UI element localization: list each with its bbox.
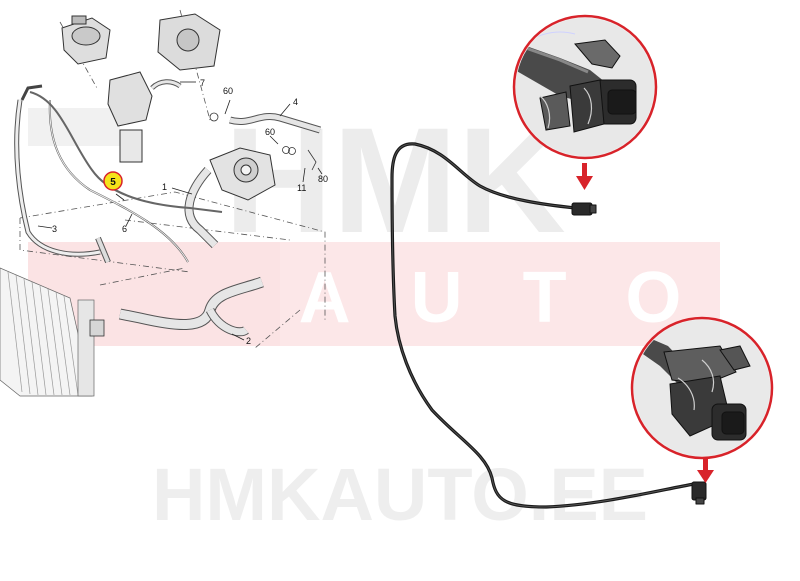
heat-exchanger xyxy=(107,71,153,163)
arrow-down-bottom-icon xyxy=(697,459,714,483)
clip-fitting-top xyxy=(539,39,637,133)
callout-60-mid: 60 xyxy=(265,127,275,137)
egr-valve xyxy=(157,13,221,71)
pipe-connector-bottom xyxy=(691,481,707,505)
coolant-hoses xyxy=(14,79,322,337)
watermark-logo-top: HMK xyxy=(224,96,566,264)
callout-80: 80 xyxy=(318,174,328,184)
callout-7: 7 xyxy=(200,78,205,88)
callout-2: 2 xyxy=(246,336,251,346)
product-pipe xyxy=(390,142,707,509)
callout-labels: 5 7 60 4 60 1 11 80 3 6 2 xyxy=(52,78,328,346)
thermostat-housing xyxy=(209,147,276,201)
callout-11: 11 xyxy=(297,183,306,193)
pipe-connector-top xyxy=(571,202,597,216)
callout-60-top: 60 xyxy=(223,86,233,96)
callout-6: 6 xyxy=(122,224,127,234)
callout-3: 3 xyxy=(52,224,57,234)
callout-5: 5 xyxy=(110,177,116,188)
callout-5-highlight xyxy=(103,171,123,191)
detail-zoom-bottom xyxy=(630,316,774,460)
watermark-logo-bottom: AUTO xyxy=(299,258,742,338)
callout-4: 4 xyxy=(293,97,298,107)
detail-zoom-top xyxy=(512,14,658,160)
leader-lines xyxy=(37,81,323,341)
callout-1: 1 xyxy=(162,182,167,192)
fittings xyxy=(89,112,317,337)
clip-fitting-bottom xyxy=(663,345,751,441)
parts-diagram xyxy=(0,9,326,397)
expansion-tank xyxy=(61,15,111,65)
arrow-down-top-icon xyxy=(576,163,593,190)
watermark-site: HMKAUTO.EE xyxy=(152,453,648,536)
